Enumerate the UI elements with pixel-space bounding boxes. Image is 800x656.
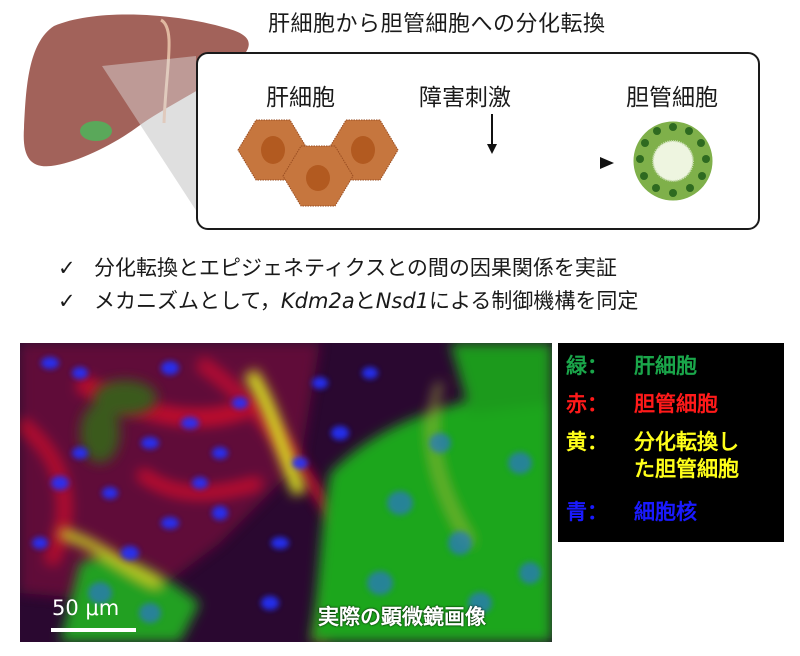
- legend-value: 胆管細胞: [634, 392, 718, 416]
- bullet-text: 分化転換とエピジェネティクスとの間の因果関係を実証: [94, 256, 617, 280]
- legend-value-line2: た胆管細胞: [634, 457, 739, 481]
- fluorescence-image: [20, 343, 552, 642]
- stimulus-label: 障害刺激: [419, 85, 511, 111]
- legend-value-line1: 分化転換し: [634, 430, 739, 454]
- bullet-text-pre: メカニズムとして，: [94, 289, 281, 313]
- legend-item-red: 赤： 胆管細胞: [566, 391, 718, 418]
- check-icon: ✓: [58, 289, 76, 313]
- gene-nsd1: Nsd1: [375, 289, 430, 313]
- scale-bar-label: 50 μm: [52, 596, 120, 620]
- legend-item-yellow: 黄： 分化転換した胆管細胞: [566, 429, 739, 483]
- hepatocyte-cells-icon: [237, 119, 399, 207]
- scale-bar: [51, 628, 136, 632]
- legend-value: 肝細胞: [634, 354, 697, 378]
- microscope-caption: 実際の顕微鏡画像: [318, 605, 486, 629]
- legend-key: 赤：: [566, 392, 608, 416]
- gene-kdm2a: Kdm2a: [280, 289, 355, 313]
- legend-key: 青：: [566, 500, 608, 524]
- arrow-icon: [410, 114, 614, 169]
- page-title: 肝細胞から胆管細胞への分化転換: [268, 12, 606, 37]
- check-icon: ✓: [58, 256, 76, 280]
- legend-value: 細胞核: [634, 500, 697, 524]
- bile-duct-icon: [632, 120, 714, 202]
- legend-key: 緑：: [566, 354, 608, 378]
- bullet-point-1: ✓ 分化転換とエピジェネティクスとの間の因果関係を実証: [58, 252, 617, 282]
- cholangiocyte-label: 胆管細胞: [626, 85, 718, 111]
- legend-item-green: 緑： 肝細胞: [566, 353, 697, 380]
- bullet-text-mid: と: [354, 289, 376, 313]
- legend-item-blue: 青： 細胞核: [566, 499, 697, 526]
- legend-value: 分化転換した胆管細胞: [634, 429, 739, 483]
- legend-key: 黄：: [566, 430, 608, 454]
- bullet-point-2: ✓ メカニズムとして，Kdm2aとNsd1による制御機構を同定: [58, 285, 638, 315]
- bullet-text-post: による制御機構を同定: [429, 289, 639, 313]
- liver-icon: [23, 14, 249, 218]
- microscope-image: [20, 343, 552, 642]
- hepatocyte-label: 肝細胞: [266, 85, 335, 111]
- color-legend: 緑： 肝細胞 赤： 胆管細胞 黄： 分化転換した胆管細胞 青： 細胞核: [558, 343, 784, 542]
